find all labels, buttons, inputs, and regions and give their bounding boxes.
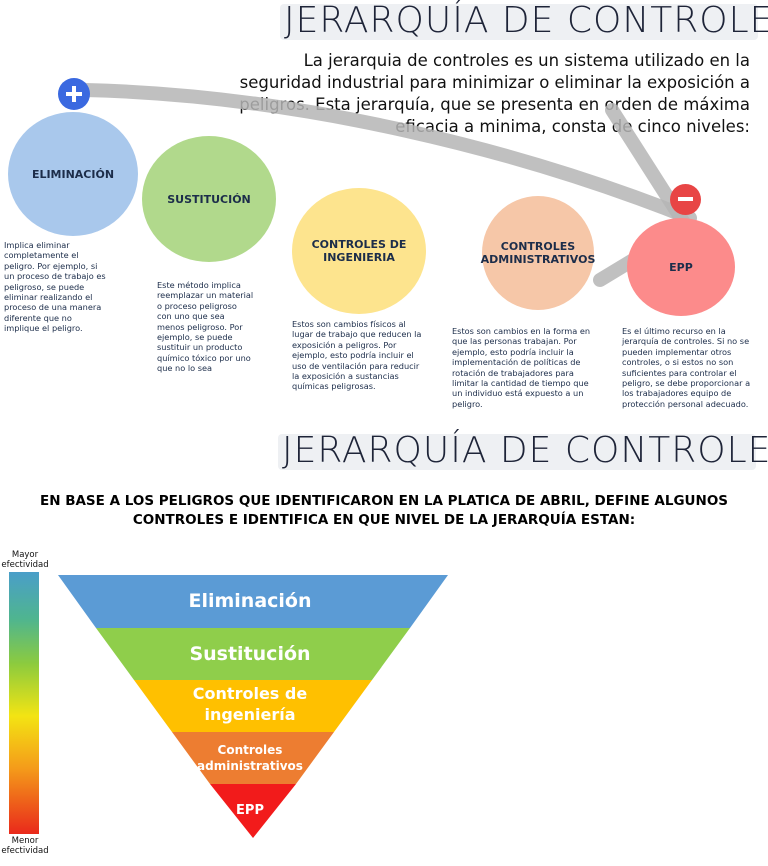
effectiveness-top-line: Mayor (11, 550, 39, 560)
desc-line: controles, o si estos no son (622, 357, 734, 368)
pyramid-band-administrativos (172, 732, 334, 784)
desc-line: los trabajadores equipo de (622, 388, 732, 399)
task-instructions: EN BASE A LOS PELIGROS QUE IDENTIFICARON… (0, 492, 768, 530)
effectiveness-bottom-line: Menor (11, 836, 39, 846)
level-bubble-ingenieria: CONTROLES DE INGENIERIA (292, 188, 426, 314)
level-desc-ingenieria: Estos son cambios físicos al lugar de tr… (292, 319, 442, 392)
intro-line: eficacia a minima, consta de cinco nivel… (395, 117, 750, 136)
desc-line: completamente el (4, 250, 79, 261)
effectiveness-gradient-bar (9, 572, 39, 834)
pyramid-label-line: ingeniería (204, 705, 296, 724)
desc-line: suficientes para controlar el (622, 367, 737, 378)
desc-line: ejemplo, esto podría incluir la (452, 346, 574, 357)
level-name-line: INGENIERIA (323, 251, 395, 264)
intro-line: La jerarquia de controles es un sistema … (303, 51, 750, 70)
second-title-highlight (278, 434, 756, 470)
task-line: CONTROLES E IDENTIFICA EN QUE NIVEL DE L… (132, 512, 636, 528)
level-desc-epp: Es el último recurso en la jerarquía de … (622, 326, 766, 409)
desc-line: peligroso, se puede (4, 281, 85, 292)
desc-line: rotación de trabajadores para (452, 367, 574, 378)
desc-line: Es el último recurso en la (622, 326, 726, 336)
intro-line: seguridad industrial para minimizar o el… (239, 73, 750, 92)
desc-line: la exposición a sustancias (292, 371, 399, 382)
desc-line: químico tóxico por uno (157, 352, 251, 363)
page-title: JERARQUÍA DE CONTROLES (284, 0, 768, 41)
intro-line: peligros. Esta jerarquía, que se present… (239, 95, 750, 114)
pyramid-band-ingenieria (134, 680, 372, 732)
pyramid-label-ingenieria: Controles de ingeniería (0, 683, 500, 725)
desc-line: menos peligroso. Por (157, 321, 243, 332)
desc-line: Este método implica (157, 280, 241, 290)
desc-line: lugar de trabajo que reducen la (292, 329, 422, 340)
desc-line: eliminar realizando el (4, 292, 93, 303)
level-name: SUSTITUCIÓN (167, 192, 251, 206)
desc-line: un proceso de trabajo es (4, 271, 106, 282)
level-bubble-epp: EPP (627, 218, 735, 316)
desc-line: implementación de políticas de (452, 357, 581, 368)
task-line: EN BASE A LOS PELIGROS QUE IDENTIFICARON… (39, 493, 729, 509)
desc-line: jerarquía de controles. Si no se (622, 336, 750, 347)
desc-line: Estos son cambios en la forma en (452, 326, 591, 336)
desc-line: Estos son cambios físicos al (292, 319, 406, 329)
desc-line: ejemplo, se puede (157, 332, 233, 343)
desc-line: peligro. (452, 398, 483, 409)
desc-line: pueden implementar otros (622, 346, 732, 357)
title-highlight (280, 4, 758, 40)
pyramid-label-administrativos: Controles administrativos (0, 742, 500, 774)
desc-line: químicas peligrosas. (292, 381, 376, 392)
effectiveness-bottom-label: Menor efectividad (0, 836, 50, 856)
level-desc-administrativos: Estos son cambios en la forma en que las… (452, 326, 608, 409)
pyramid-band-epp (210, 784, 296, 838)
desc-line: exposición a peligros. Por (292, 339, 397, 350)
second-title: JERARQUÍA DE CONTROLES (282, 430, 768, 471)
desc-line: implique el peligro. (4, 323, 83, 334)
desc-line: con uno que sea (157, 311, 225, 322)
level-desc-sustitucion: Este método implica reemplazar un materi… (157, 280, 269, 374)
desc-line: protección personal adecuado. (622, 398, 749, 409)
level-desc-eliminacion: Implica eliminar completamente el peligr… (4, 240, 124, 334)
level-bubble-administrativos: CONTROLES ADMINISTRATIVOS (480, 196, 596, 310)
level-name-line: CONTROLES (500, 240, 576, 253)
effectiveness-top-label: Mayor efectividad (0, 550, 50, 570)
desc-line: diferente que no (4, 312, 72, 323)
desc-line: peligro, se debe proporcionar a (622, 378, 751, 389)
level-bubble-sustitucion: SUSTITUCIÓN (142, 136, 276, 262)
pyramid-label-line: Controles de (192, 684, 308, 703)
desc-line: limitar la cantidad de tiempo que (452, 378, 589, 389)
desc-line: o proceso peligroso (157, 300, 237, 311)
intro-paragraph: La jerarquia de controles es un sistema … (236, 50, 750, 138)
level-name: ELIMINACIÓN (31, 167, 115, 181)
desc-line: sustituir un producto (157, 342, 243, 353)
desc-line: proceso de una manera (4, 302, 102, 313)
pyramid-label-sustitucion: Sustitución (189, 643, 311, 665)
pyramid-band-sustitucion (96, 628, 410, 680)
desc-line: uso de ventilación para reducir (292, 360, 420, 371)
desc-line: que las personas trabajan. Por (452, 336, 577, 347)
effectiveness-bottom-line: efectividad (1, 846, 49, 856)
desc-line: un individuo está expuesto a un (452, 388, 584, 399)
level-bubble-eliminacion: ELIMINACIÓN (8, 112, 138, 236)
pyramid-label-eliminacion: Eliminación (188, 590, 312, 612)
desc-line: reemplazar un material (157, 290, 254, 301)
level-name-line: ADMINISTRATIVOS (480, 253, 596, 266)
pyramid-label-epp: EPP (236, 803, 264, 818)
level-name: EPP (669, 260, 693, 274)
pyramid-label-line: Controles (217, 743, 283, 757)
desc-line: ejemplo, esto podría incluir el (292, 350, 414, 361)
desc-line: peligro. Por ejemplo, si (4, 260, 98, 271)
desc-line: que no lo sea (157, 363, 213, 374)
desc-line: Implica eliminar (4, 240, 70, 250)
pyramid-label-line: administrativos (197, 759, 303, 773)
level-name-line: CONTROLES DE (311, 238, 407, 251)
minus-circle-icon (670, 184, 701, 215)
pyramid-band-eliminacion (58, 575, 448, 628)
plus-circle-icon (58, 78, 90, 110)
effectiveness-top-line: efectividad (1, 560, 49, 570)
